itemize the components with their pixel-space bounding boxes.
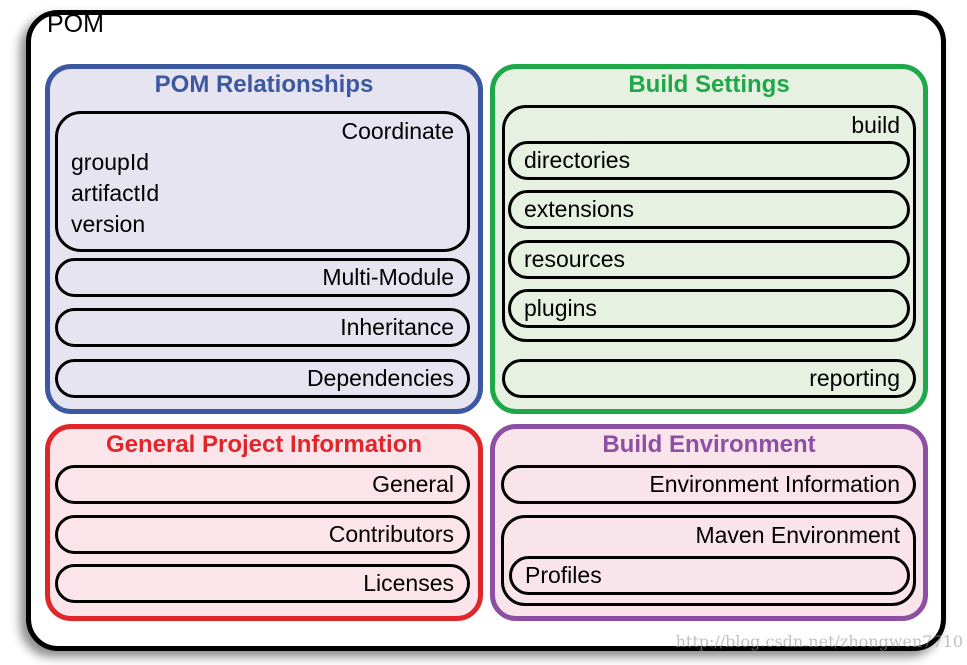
watermark: http://blog.csdn.net/zhongwen7710 — [675, 632, 963, 651]
environment-information: Environment Information — [501, 465, 916, 504]
coordinate-label: Coordinate — [341, 118, 454, 144]
general: General — [55, 465, 470, 504]
multi-module: Multi-Module — [55, 258, 470, 297]
group-title: General Project Information — [105, 431, 423, 458]
field-artifactid: artifactId — [71, 180, 160, 206]
field-groupid: groupId — [71, 149, 150, 175]
build-box: build — [502, 105, 916, 342]
coordinate-box: Coordinate groupId artifactId version — [55, 111, 470, 252]
contributors: Contributors — [55, 515, 470, 554]
group-title: Build Settings — [628, 71, 790, 98]
licenses: Licenses — [55, 564, 470, 603]
profiles: Profiles — [509, 556, 910, 595]
build-environment-group: Build Environment — [490, 424, 928, 621]
inheritance: Inheritance — [55, 308, 470, 347]
general-info-group: General Project Information — [45, 424, 483, 621]
maven-environment: Maven Environment — [501, 515, 916, 606]
dependencies: Dependencies — [55, 359, 470, 398]
extensions: extensions — [508, 190, 910, 229]
resources: resources — [508, 240, 910, 279]
field-version: version — [71, 211, 146, 237]
pom-label: POM — [47, 10, 104, 38]
build-settings-group: Build Settings — [490, 64, 928, 414]
reporting: reporting — [502, 359, 916, 398]
group-title: POM Relationships — [154, 71, 374, 98]
plugins: plugins — [508, 289, 910, 328]
group-title: Build Environment — [602, 431, 816, 458]
directories: directories — [508, 141, 910, 180]
pom-relationships-group: POM Relationships — [45, 64, 483, 414]
